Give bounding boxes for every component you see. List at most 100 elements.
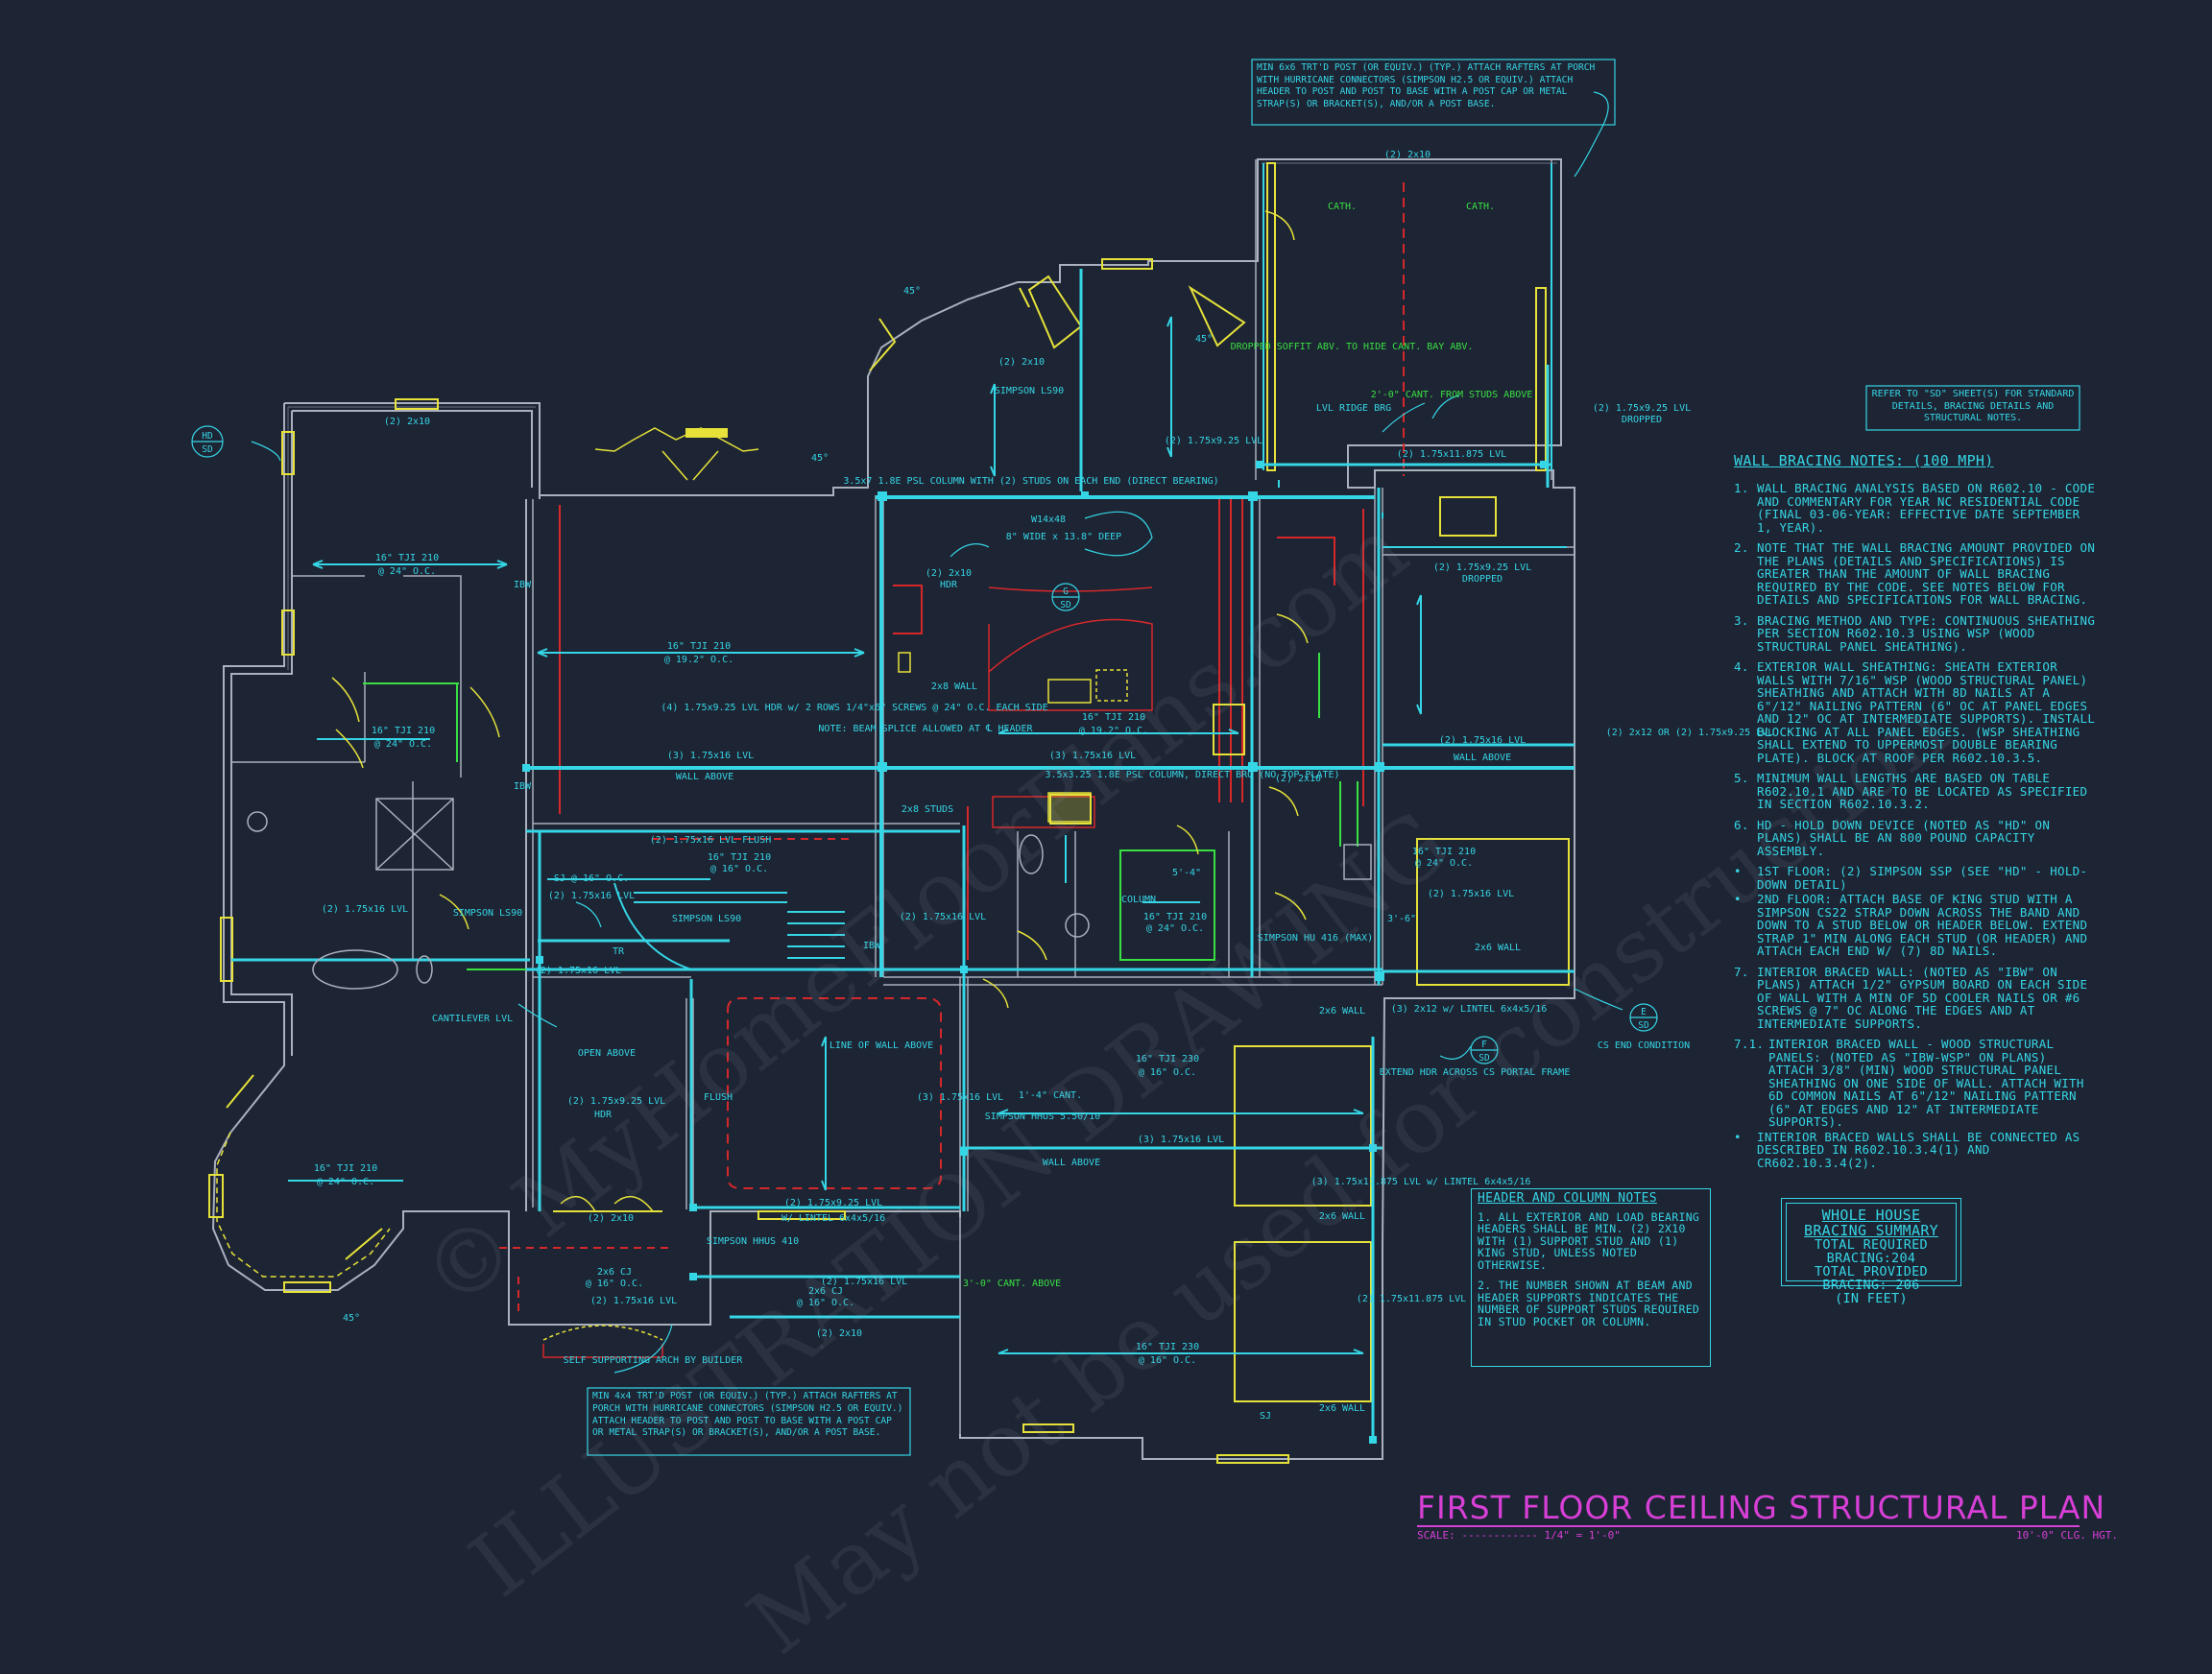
label-psl-small: 3.5x3.25 1.8E PSL COLUMN, DIRECT BRG (NO…	[1045, 770, 1339, 780]
label-tji-e: 16" TJI 210	[708, 852, 771, 863]
label-oc-g: @ 24" O.C.	[1415, 858, 1473, 869]
label-wall-above-a: WALL ABOVE	[676, 772, 733, 782]
plan-labels: (2) 2x10 16" TJI 210 @ 24" O.C. 16" TJI …	[314, 150, 1773, 1422]
label-tji-f: 16" TJI 210	[1143, 912, 1207, 922]
label-dropped-a: DROPPED	[1462, 574, 1503, 585]
wb-num: 3.	[1734, 612, 1749, 628]
wb-text: 1st floor: (2) Simpson SSP (see "HD" - h…	[1757, 864, 2088, 892]
label-simpson-ls90-b: SIMPSON LS90	[453, 908, 522, 919]
label-dropped-b: DROPPED	[1622, 415, 1662, 425]
refer-note: REFER TO "SD" SHEET(S) FOR STANDARD DETA…	[1871, 389, 2075, 424]
summary-units: (IN FEET)	[1835, 1291, 1908, 1306]
label-2x10-c: (2) 2x10	[998, 357, 1045, 368]
label-ibw-b: IBW	[514, 781, 532, 792]
bath-fixtures	[247, 798, 1372, 990]
e-tag: E	[1641, 1007, 1647, 1017]
wb-item: • 2nd floor: attach base of king stud wit…	[1734, 893, 2099, 958]
label-lvl-925-a: (2) 1.75x9.25 LVL	[1433, 562, 1531, 573]
wb-text: HD - hold down device (noted as "HD" on …	[1757, 817, 2051, 858]
label-lvl-flush: (2) 1.75x16 LVL FLUSH	[650, 835, 771, 846]
label-open-above: OPEN ABOVE	[578, 1048, 636, 1059]
wb-num: •	[1734, 892, 1742, 906]
wall-bracing-list: 1.Wall bracing analysis based on R602.10…	[1734, 482, 2099, 1177]
wb-num: 4.	[1734, 659, 1749, 674]
label-simpson-ls90-a: SIMPSON LS90	[672, 914, 741, 924]
label-lvl-925-d: (2) 1.75x9.25 LVL	[567, 1096, 665, 1107]
label-lvl-2-d: (2) 1.75x16 LVL	[1428, 889, 1514, 899]
green-markers	[363, 653, 1358, 970]
label-oc-b: @ 19.2" O.C.	[664, 655, 733, 665]
hd-tag: HD	[202, 431, 213, 442]
plan-title: FIRST FLOOR CEILING STRUCTURAL PLAN	[1417, 1489, 2106, 1526]
label-2x6-cj-b: 2x6 CJ	[808, 1286, 843, 1297]
bay-hip-lines	[661, 450, 719, 481]
bay-window-marker	[685, 428, 728, 438]
label-2x10-f: (2) 2x10	[816, 1328, 862, 1339]
summary-title-1: WHOLE HOUSE	[1821, 1207, 1921, 1224]
label-self-arch: SELF SUPPORTING ARCH BY BUILDER	[564, 1355, 744, 1366]
label-ibw-c: IBW	[863, 941, 881, 951]
label-2x8-wall: 2x8 WALL	[931, 682, 977, 692]
label-2x10-hdr: (2) 2x10	[926, 568, 972, 579]
label-cs-end: CS END CONDITION	[1598, 1040, 1690, 1051]
label-2x6-wall-a: 2x6 WALL	[1319, 1006, 1365, 1016]
plan-scale: SCALE: ------------ 1/4" = 1'-0"	[1417, 1529, 1621, 1542]
label-tji-a: 16" TJI 210	[375, 553, 439, 563]
label-oc-i: @ 16" O.C.	[1139, 1067, 1196, 1078]
entry-arch	[542, 1325, 663, 1341]
windows-and-fixtures	[208, 162, 1570, 1464]
label-cant-2: 2'-0" CANT. FROM STUDS ABOVE	[1371, 390, 1533, 400]
label-oc-c: @ 24" O.C.	[374, 739, 432, 750]
label-tji230-a: 16" TJI 230	[1136, 1054, 1199, 1064]
wb-item: 4.Exterior wall sheathing: sheath exteri…	[1734, 660, 2099, 764]
summary-title-2: BRACING SUMMARY	[1804, 1222, 1938, 1239]
g-sd-tag: SD	[1060, 600, 1071, 610]
wb-num: 7.	[1734, 964, 1749, 979]
refer-note-box	[1865, 385, 2080, 431]
label-cath-b: CATH.	[1466, 202, 1495, 212]
wb-text: Note that the wall bracing amount provid…	[1757, 540, 2096, 607]
label-lvl-2-c: (2) 1.75x16 LVL	[322, 904, 408, 915]
wb-text: 2nd floor: attach base of king stud with…	[1757, 892, 2088, 958]
bracing-summary-frame: WHOLE HOUSE BRACING SUMMARY TOTAL REQUIR…	[1786, 1203, 1957, 1305]
label-lvl-1875-v: (2) 1.75x11.875 LVL	[1357, 1294, 1466, 1304]
wb-num: 2.	[1734, 540, 1749, 555]
label-deg45-a: 45°	[903, 286, 921, 297]
header-notes-title: HEADER AND COLUMN NOTES	[1478, 1191, 1657, 1206]
label-flush: FLUSH	[704, 1092, 733, 1103]
wb-text: Interior braced wall: (noted as "IBW" on…	[1757, 964, 2088, 1031]
wb-num: 1.	[1734, 481, 1749, 495]
wall-bracing-title: WALL BRACING NOTES: (100 MPH)	[1734, 452, 1994, 469]
ceiling-height: 10'-0" CLG. HGT.	[2016, 1529, 2118, 1542]
label-tji-g: 16" TJI 210	[1412, 847, 1476, 857]
label-tji-b: 16" TJI 210	[667, 641, 731, 652]
label-tji-c: 16" TJI 210	[372, 726, 435, 736]
label-tji230-b: 16" TJI 230	[1136, 1342, 1199, 1352]
header-column-notes: HEADER AND COLUMN NOTES 1. All exterior …	[1471, 1188, 1711, 1367]
label-dim-54: 5'-4"	[1172, 868, 1201, 878]
label-oc-e: @ 16" O.C.	[710, 864, 768, 874]
label-lvl-2-b: (2) 1.75x16 LVL	[535, 966, 621, 976]
red-markers	[499, 182, 1405, 1315]
label-lvl-flush-v: (2) 1.75x16 LVL	[900, 912, 986, 922]
label-lvl-2-a: (2) 1.75x16 LVL	[548, 891, 635, 901]
wb-item: 3. Bracing method and type: continuous sh…	[1734, 612, 2099, 654]
wb-item: 2. Note that the wall bracing amount prov…	[1734, 541, 2099, 607]
label-lintel-w: W/ LINTEL 6x4x5/16	[781, 1213, 885, 1224]
label-simpson-hhus410: SIMPSON HHUS 410	[707, 1236, 799, 1247]
label-deg45-c: 45°	[1195, 334, 1213, 345]
wb-text: Bracing method and type: continuous shea…	[1757, 612, 2096, 654]
label-hdr-a: HDR	[940, 580, 958, 590]
f-sd-tag: SD	[1479, 1053, 1490, 1064]
wb-num: 7.1.	[1734, 1037, 1765, 1051]
wb-text: Minimum wall lengths are based on table …	[1757, 771, 2088, 811]
hd-sd-tag: SD	[202, 444, 213, 455]
refer-note-text: REFER TO "SD" SHEET(S) FOR STANDARD DETA…	[1871, 389, 2075, 424]
label-lvl-3-v: (3) 1.75x16 LVL	[917, 1092, 1003, 1103]
wb-item: 7. Interior braced wall: (noted as "IBW" …	[1734, 964, 2099, 1031]
entry-arch-base	[542, 1344, 663, 1358]
label-lvl-3-c: (3) 1.75x16 LVL	[1138, 1135, 1224, 1145]
detail-tag-letters: HD SD G SD F SD E SD	[202, 431, 1649, 1064]
